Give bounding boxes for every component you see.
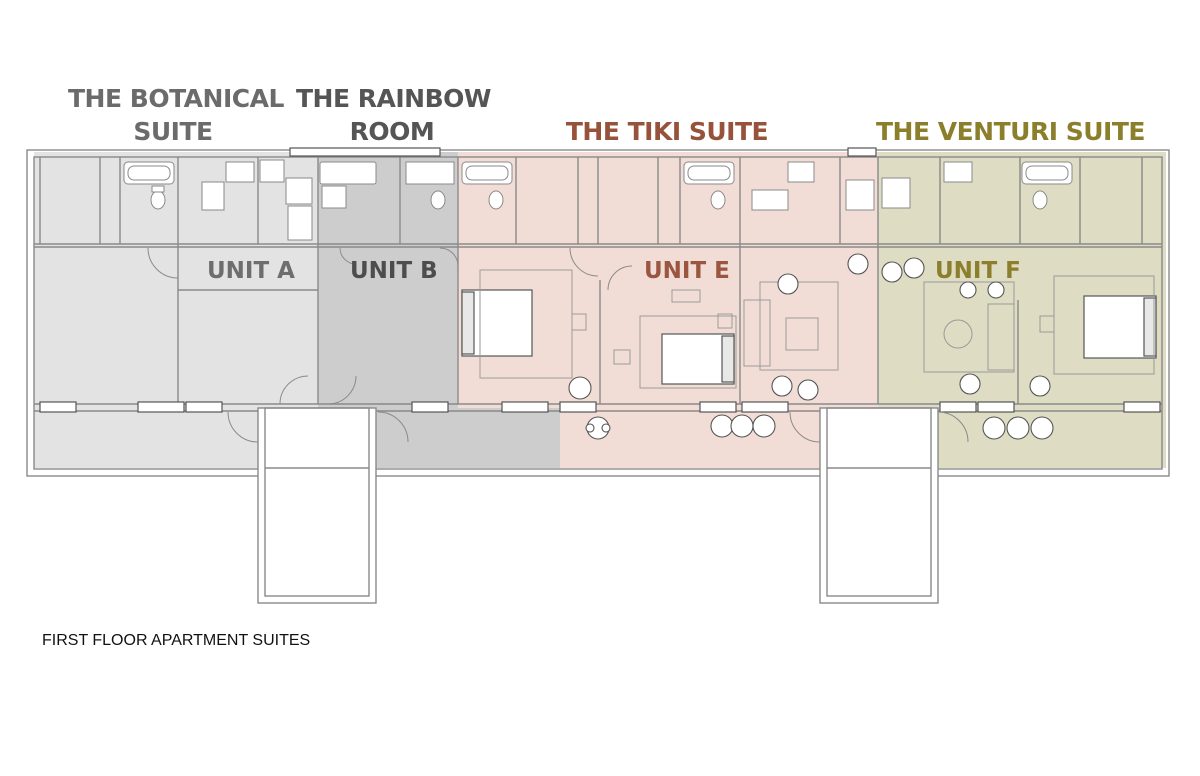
suite-title-tiki: THE TIKI SUITE [565, 117, 769, 146]
door-swings [147, 247, 969, 443]
suite-title-botanical: THE BOTANICAL SUITE [68, 82, 284, 148]
rainbow-balcony-zone [376, 408, 560, 468]
venturi-zone [878, 152, 1166, 408]
chairs-and-tables [568, 253, 1054, 440]
suite-title-rainbow: THE RAINBOW ROOM [296, 82, 491, 148]
suite-title-rainbow-line2: ROOM [349, 117, 435, 146]
suite-title-rainbow-line1: THE RAINBOW [296, 84, 491, 113]
suite-title-venturi: THE VENTURI SUITE [876, 117, 1145, 146]
suite-title-botanical-line2: SUITE [133, 117, 213, 146]
floor-caption: FIRST FLOOR APARTMENT SUITES [42, 632, 311, 649]
beds [461, 289, 1157, 385]
unit-label-f: UNIT F [935, 258, 1021, 284]
botanical-balcony-zone [34, 408, 260, 468]
stairwells [257, 407, 939, 604]
bathroom-fixtures [123, 161, 1073, 211]
west-stairwell [257, 407, 377, 604]
suite-title-botanical-line1: THE BOTANICAL [68, 84, 284, 113]
botanical-zone [34, 152, 318, 408]
windows [39, 147, 1161, 413]
unit-label-b: UNIT B [350, 258, 438, 284]
kitchen-counters [259, 159, 875, 241]
unit-label-e: UNIT E [644, 258, 730, 284]
venturi-balcony-zone [938, 408, 1166, 468]
east-stairwell [819, 407, 939, 604]
unit-label-a: UNIT A [207, 258, 295, 284]
